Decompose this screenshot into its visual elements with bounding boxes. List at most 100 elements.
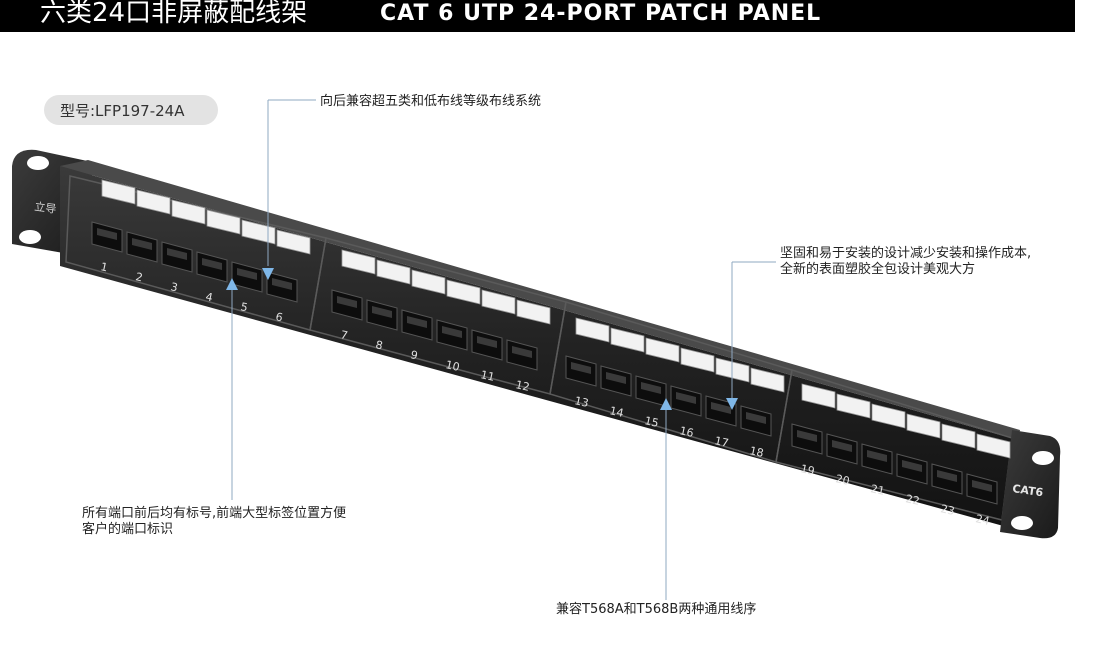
header-title-en: CAT 6 UTP 24-PORT PATCH PANEL [380, 1, 822, 26]
rj45-port-contacts [272, 278, 292, 290]
port-number: 3 [169, 280, 179, 294]
rj45-port [266, 271, 298, 303]
port-number: 11 [479, 368, 495, 384]
rj45-port [506, 339, 538, 371]
rj45-port [705, 395, 737, 427]
label-strip-slot [101, 179, 136, 205]
label-strip-slot [481, 289, 516, 315]
label-strip-slot [680, 347, 715, 373]
label-strip-slot [376, 259, 411, 285]
rj45-port-contacts [407, 316, 427, 328]
rj45-port-contacts [337, 296, 357, 308]
rj45-port [966, 473, 998, 505]
port-number: 15 [643, 414, 659, 430]
label-strip-slot [446, 279, 481, 305]
label-strip-slot [575, 317, 610, 343]
rj45-port-contacts [442, 326, 462, 338]
port-number: 4 [204, 290, 214, 304]
rj45-port-contacts [606, 372, 626, 384]
label-strip-slot [241, 219, 276, 245]
label-strip-slot [206, 209, 241, 235]
port-number: 24 [974, 512, 990, 528]
rj45-port [401, 309, 433, 341]
rj45-port [366, 299, 398, 331]
rj45-port [565, 355, 597, 387]
rj45-port-contacts [202, 258, 222, 270]
arrow-label [226, 278, 238, 290]
label-strip-slot [941, 423, 976, 449]
rj45-port [196, 251, 228, 283]
rj45-port [161, 241, 193, 273]
rj45-port [740, 405, 772, 437]
rj45-port [600, 365, 632, 397]
leader-arrows [226, 268, 738, 410]
leader-lines [231, 99, 776, 600]
port-modules [65, 175, 1013, 521]
port-number: 23 [939, 502, 955, 518]
rj45-port [231, 261, 263, 293]
label-strip-slot [276, 229, 311, 255]
rj45-port-contacts [711, 402, 731, 414]
label-strip-slot [645, 337, 680, 363]
leader-compat [267, 99, 316, 266]
panel-body [60, 166, 1018, 530]
port-number: 14 [608, 404, 624, 420]
rj45-port-contacts [372, 306, 392, 318]
callout-backward-compat: 向后兼容超五类和低布线等级布线系统 [320, 94, 542, 109]
leader-design [731, 261, 776, 400]
brand-logo: 立导 [34, 199, 58, 216]
rj45-port-contacts [676, 392, 696, 404]
port-number: 1 [99, 260, 109, 274]
port-number: 9 [409, 348, 419, 362]
port-number: 2 [134, 270, 144, 284]
label-strip-slot [976, 433, 1011, 459]
panel-top-edge [60, 160, 1020, 440]
left-ear-hole-bottom [19, 230, 41, 244]
rj45-port [670, 385, 702, 417]
callout-design-line1: 坚固和易于安装的设计减少安装和操作成本, [780, 246, 1032, 261]
header-title-zh: 六类24口非屏蔽配线架 [40, 0, 308, 28]
rj45-port [331, 289, 363, 321]
port-number: 16 [678, 424, 694, 440]
rj45-port-contacts [902, 460, 922, 472]
right-ear-hole-top [1032, 451, 1054, 465]
port-number: 18 [748, 444, 764, 460]
label-strip-slot [411, 269, 446, 295]
arrow-compat [262, 268, 274, 280]
port-number: 22 [904, 492, 920, 508]
port-number: 5 [239, 300, 249, 314]
rj45-port-contacts [797, 430, 817, 442]
port-number: 12 [514, 378, 530, 394]
rj45-port-contacts [237, 268, 257, 280]
left-ear-hole-top [27, 156, 49, 170]
rj45-port [826, 433, 858, 465]
rj45-port [436, 319, 468, 351]
label-strip-slot [836, 393, 871, 419]
model-label: 型号:LFP197-24A [60, 102, 185, 120]
rj45-port-contacts [937, 470, 957, 482]
arrow-wiring [660, 398, 672, 410]
label-strip-slot [171, 199, 206, 225]
label-strip-slot [136, 189, 171, 215]
rj45-port [126, 231, 158, 263]
rj45-port-contacts [867, 450, 887, 462]
port-number: 6 [274, 310, 284, 324]
rj45-port [931, 463, 963, 495]
port-number: 8 [374, 338, 384, 352]
header-bar: 六类24口非屏蔽配线架 CAT 6 UTP 24-PORT PATCH PANE… [0, 0, 1075, 32]
rj45-port-contacts [972, 480, 992, 492]
rj45-port [471, 329, 503, 361]
label-strip-slot [610, 327, 645, 353]
callout-labeling-line1: 所有端口前后均有标号,前端大型标签位置方便 [82, 506, 347, 521]
rj45-port [791, 423, 823, 455]
rj45-port-contacts [641, 382, 661, 394]
rj45-port-contacts [167, 248, 187, 260]
port-number: 10 [444, 358, 460, 374]
port-number: 19 [799, 462, 815, 478]
rj45-port-contacts [832, 440, 852, 452]
rj45-port [861, 443, 893, 475]
port-number: 17 [713, 434, 729, 450]
model-badge: 型号:LFP197-24A [44, 95, 218, 125]
callout-wiring-standard: 兼容T568A和T568B两种通用线序 [556, 602, 757, 617]
label-strip-slot [750, 367, 785, 393]
